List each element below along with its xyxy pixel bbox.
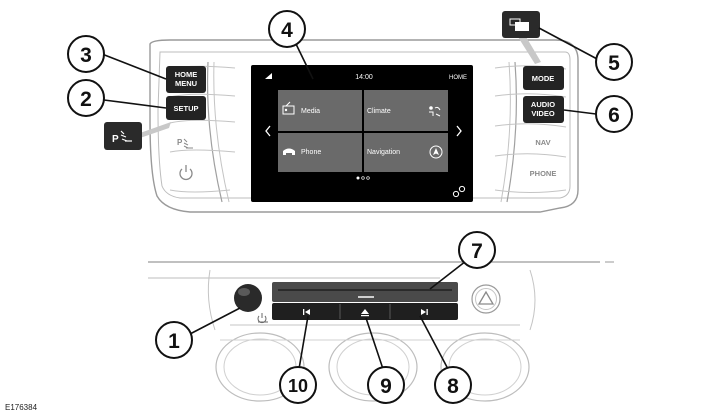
navigation-icon [429,145,443,159]
hazard-icon [477,290,495,305]
audio-video-label-line2: VIDEO [531,109,555,118]
callout-6: 6 [595,95,633,133]
tile-phone[interactable]: Phone [278,133,362,172]
skip-back-button[interactable] [303,309,310,315]
signal-icon [265,73,272,79]
mode-switch-icon [509,18,529,31]
svg-text:P: P [112,134,119,145]
eject-icon [361,309,369,317]
svg-text:10: 10 [288,376,308,396]
media-icon [282,101,295,115]
skip-back-icon [303,309,310,315]
setup-label: SETUP [173,104,198,113]
screen-home-label[interactable]: HOME [449,75,467,81]
page-dot [361,176,365,180]
mode-button[interactable]: MODE [523,66,564,90]
leader-lines [101,27,600,370]
callout-3: 3 [67,35,105,73]
tile-media[interactable]: Media [278,90,362,131]
svg-text:4: 4 [281,19,293,42]
mode-label: MODE [532,74,555,83]
svg-text:8: 8 [447,375,459,398]
upper-console [149,39,579,213]
home-menu-button[interactable]: HOME MENU [166,66,206,93]
svg-text:5: 5 [608,52,620,75]
svg-text:7: 7 [471,240,483,263]
home-menu-label-line2: MENU [175,79,197,88]
tile-navigation[interactable]: Navigation [364,133,448,172]
power-icon [179,165,193,181]
knob-power-icon [257,315,267,324]
parking-aid-icon: P [112,130,132,145]
parking-sensor-button[interactable]: P [177,138,193,149]
audio-video-label-line1: AUDIO [531,100,555,109]
tile-navigation-label: Navigation [367,149,400,156]
parking-aid-tag: P [104,122,171,150]
disc-slot[interactable] [272,282,458,302]
svg-text:1: 1 [168,330,180,353]
tile-climate[interactable]: Climate [364,90,448,131]
chevron-left-icon[interactable] [265,125,271,137]
callout-5: 5 [595,43,633,81]
page-dot [366,176,370,180]
skip-forward-icon [421,309,428,315]
slot-indicator [358,296,374,298]
nav-button[interactable]: NAV [535,138,550,147]
climate-icon [429,106,441,117]
parking-sensor-icon: P [177,138,193,149]
callout-8: 8 [434,366,472,404]
figure-code: E176384 [5,403,38,412]
svg-text:6: 6 [608,104,620,127]
tile-media-label: Media [301,108,320,115]
svg-text:9: 9 [380,375,392,398]
callout-2: 2 [67,79,105,117]
skip-forward-button[interactable] [421,309,428,315]
svg-text:P: P [177,138,183,147]
phone-button[interactable]: PHONE [530,169,557,178]
mode-switch-tag [502,11,541,64]
audio-video-button[interactable]: AUDIO VIDEO [523,96,564,123]
page-dot-active [356,176,360,180]
hazard-button[interactable] [471,284,501,314]
callout-7: 7 [458,231,496,269]
setup-button[interactable]: SETUP [166,96,206,120]
callout-1: 1 [155,321,193,359]
screen-clock: 14:00 [355,74,373,81]
phone-icon [283,148,295,155]
callout-9: 9 [367,366,405,404]
home-menu-label-line1: HOME [175,70,198,79]
tile-climate-label: Climate [367,108,391,115]
chevron-right-icon[interactable] [456,125,462,137]
volume-knob[interactable] [234,284,268,324]
touchscreen[interactable]: 14:00 HOME Media Climate [251,65,473,202]
svg-text:2: 2 [80,88,92,111]
callout-4: 4 [268,10,306,48]
power-button[interactable] [179,165,193,181]
svg-text:3: 3 [80,44,92,67]
tile-phone-label: Phone [301,149,321,156]
link-icon[interactable] [452,185,466,198]
eject-button[interactable] [361,309,369,317]
callout-10: 10 [279,366,317,404]
